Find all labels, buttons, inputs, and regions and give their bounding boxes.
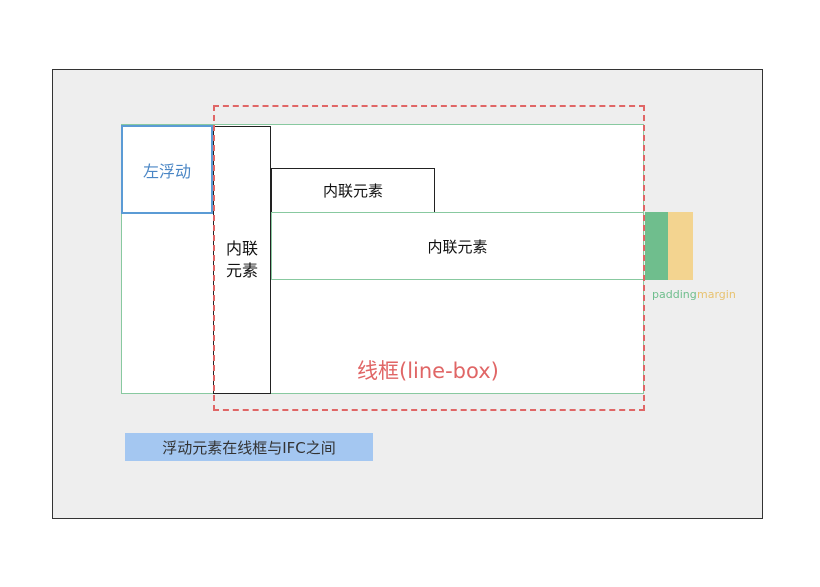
padding-area [645,212,668,280]
left-float-label: 左浮动 [142,161,191,181]
tall-inline-element: 内联 元素 [213,126,271,394]
line-box-label: 线框(line-box) [357,359,499,383]
wide-inline-label: 内联元素 [427,237,488,256]
margin-label: margin [697,288,736,301]
small-inline-label: 内联元素 [322,182,383,200]
wide-inline-element: 内联元素 [271,212,644,280]
tall-inline-label-line1: 内联 [225,239,258,258]
margin-area [668,212,693,280]
caption-banner: 浮动元素在线框与IFC之间 [125,433,373,461]
padding-label: padding [652,288,697,301]
small-inline-element: 内联元素 [271,168,435,213]
caption-text: 浮动元素在线框与IFC之间 [162,438,336,457]
tall-inline-label-line2: 元素 [225,261,258,280]
left-float-box: 左浮动 [121,125,213,214]
